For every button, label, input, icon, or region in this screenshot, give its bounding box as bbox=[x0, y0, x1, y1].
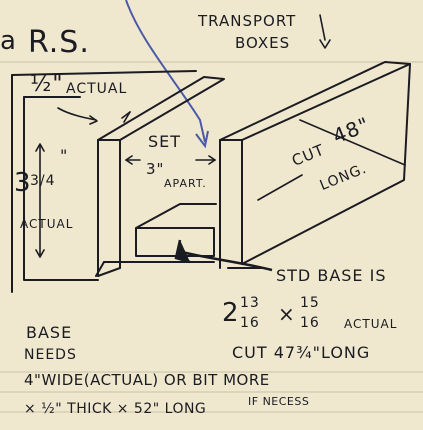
width-frac-den: 16 bbox=[240, 315, 260, 331]
base-block bbox=[95, 203, 217, 277]
actual-right-label: ACTUAL bbox=[344, 317, 398, 331]
boxes-label: BOXES bbox=[235, 34, 291, 52]
base-arrow bbox=[174, 239, 273, 272]
needs-label: NEEDS bbox=[24, 347, 77, 363]
actual-left-label: ACTUAL bbox=[20, 217, 74, 231]
width-whole: 2 bbox=[222, 298, 240, 328]
blue-arrowhead bbox=[195, 130, 209, 149]
height-whole-label: 3 bbox=[14, 168, 32, 198]
cut-length-label: CUT 47¾"LONG bbox=[232, 343, 371, 362]
height-frac-den: 16 bbox=[300, 315, 320, 331]
set-label: SET bbox=[148, 132, 182, 151]
actual-top-label: ACTUAL bbox=[66, 81, 128, 97]
blue-pointer-arrow bbox=[125, 0, 206, 143]
width-frac-num: 13 bbox=[240, 295, 260, 311]
if-necessary-note: IF NECESS bbox=[248, 395, 310, 408]
three-inch-label: 3" bbox=[146, 160, 165, 178]
left-board bbox=[97, 76, 225, 277]
ruled-lines bbox=[0, 61, 423, 413]
dimension-lines bbox=[35, 14, 406, 258]
four-inch-wide-line: 4"WIDE(ACTUAL) OR BIT MORE bbox=[24, 371, 270, 389]
times-sign: × bbox=[278, 302, 296, 326]
half-inch-label: ½" bbox=[30, 72, 64, 97]
height-frac-label: 3/4 bbox=[30, 173, 56, 189]
std-base-label: STD BASE IS bbox=[276, 266, 387, 285]
initials: R.S. bbox=[28, 25, 90, 60]
transport-label: TRANSPORT bbox=[198, 12, 297, 30]
base-label: BASE bbox=[26, 323, 73, 342]
height-inch-label: " bbox=[60, 146, 69, 165]
thickness-line: × ½" THICK × 52" LONG bbox=[24, 401, 207, 417]
apart-label: APART. bbox=[164, 177, 207, 190]
height-frac-num: 15 bbox=[300, 295, 320, 311]
right-board bbox=[219, 61, 411, 269]
fragment-letter: a bbox=[0, 26, 17, 56]
box-frame bbox=[11, 70, 197, 293]
